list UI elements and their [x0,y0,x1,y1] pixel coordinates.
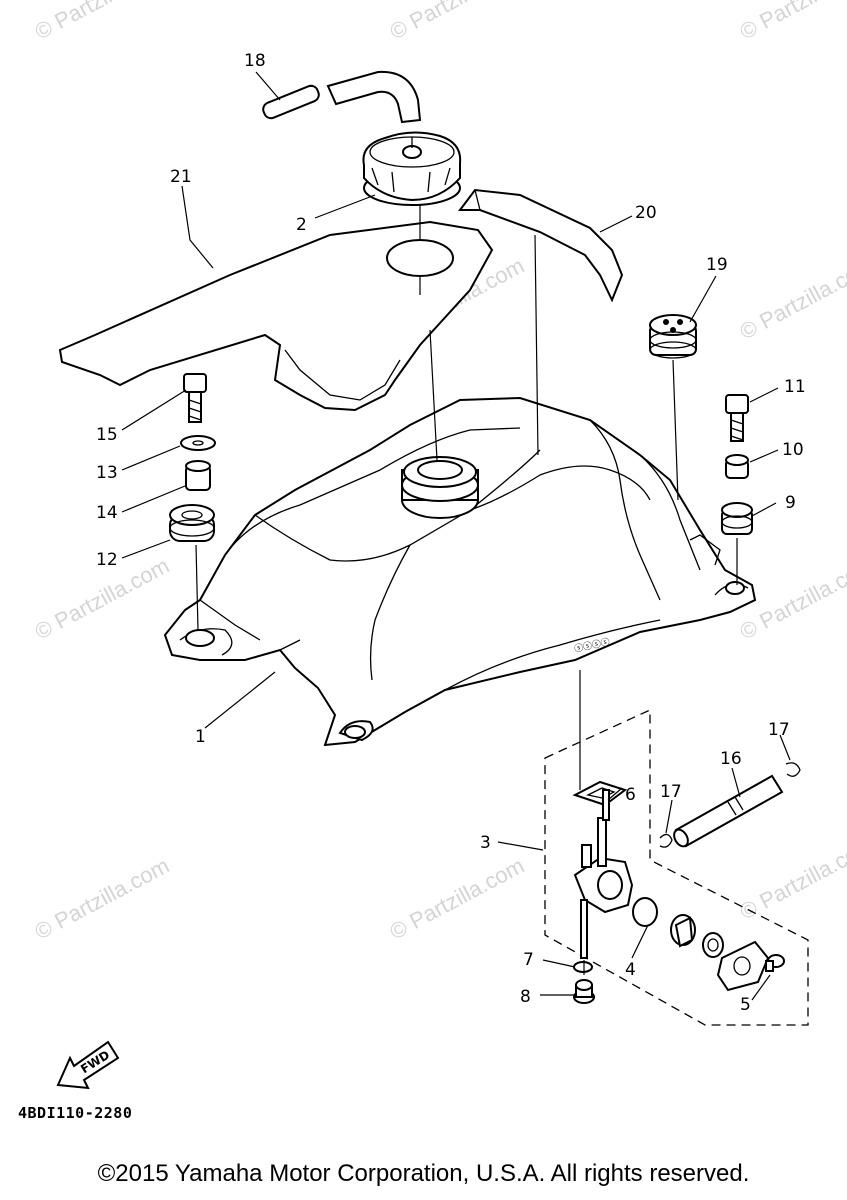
callout-17-right: 17 [768,720,790,740]
tank-strap-edge [474,189,481,211]
callout-17: 17 [660,782,682,802]
callout-2: 2 [296,215,307,235]
callout-leaders [121,71,791,1001]
callout-11: 11 [784,377,806,397]
callout-9: 9 [785,493,796,513]
oring-4 [632,897,658,927]
callout-7: 7 [523,950,534,970]
callout-5: 5 [740,995,751,1015]
lever-parts [670,914,724,958]
cover-plate [716,940,770,992]
washer-13 [180,435,216,451]
copyright-notice: ©2015 Yamaha Motor Corporation, U.S.A. A… [97,1160,750,1187]
watermark-text: © Partzilla.com [736,833,847,925]
rubber-damper-19 [649,314,697,359]
bolt-11 [725,394,749,442]
fuel-cock-assembly-boundary [544,708,809,1026]
washer-7 [573,961,593,973]
breather-hose-bent [326,70,422,124]
watermark-text: © Partzilla.com [386,853,529,945]
assembly-lines [195,205,738,975]
tank-strap [458,188,624,303]
callout-labels: 1 2 3 4 5 6 7 8 9 10 11 12 13 14 15 16 1… [96,51,806,1015]
breather-hose-short [262,84,320,120]
watermark-text: © Partzilla.com [736,0,847,44]
collar-10 [725,454,749,479]
screw-5 [765,954,785,972]
fuel-cap [362,131,462,206]
part-number-code: 4BDI110-2280 [18,1104,133,1122]
filler-opening-on-pad [386,239,454,277]
callout-19: 19 [706,255,728,275]
fuel-cock-3 [573,789,634,959]
callout-6: 6 [625,785,636,805]
tank-pad-inner-edge [284,349,401,401]
fuel-hose-16 [673,774,784,848]
hose-clip-17 [785,762,801,777]
callout-12: 12 [96,550,118,570]
damper-9 [721,502,753,535]
drain-plug-8 [573,979,595,1004]
callout-20: 20 [635,203,657,223]
gasket-6 [572,780,628,807]
callout-4: 4 [625,960,636,980]
callout-8: 8 [520,987,531,1007]
callout-16: 16 [720,749,742,769]
fuel-tank: ⓢⓢⓢⓢ [163,396,757,747]
collar-14 [185,460,211,491]
callout-13: 13 [96,463,118,483]
callout-1: 1 [195,727,206,747]
tank-pad-seal [58,220,494,412]
callout-18: 18 [244,51,266,71]
bolt-15 [183,373,207,423]
callout-21: 21 [170,167,192,187]
watermark-text: © Partzilla.com [31,853,174,945]
callout-14: 14 [96,503,118,523]
hose-clip-17 [659,833,673,848]
callout-3: 3 [480,833,491,853]
damper-12 [169,504,215,542]
callout-10: 10 [782,440,804,460]
watermark-text: © Partzilla.com [736,253,847,345]
watermark-text: © Partzilla.com [386,0,529,44]
callout-15: 15 [96,425,118,445]
forward-arrow-icon: FWD [56,1040,120,1090]
watermark-text: © Partzilla.com [31,0,174,44]
